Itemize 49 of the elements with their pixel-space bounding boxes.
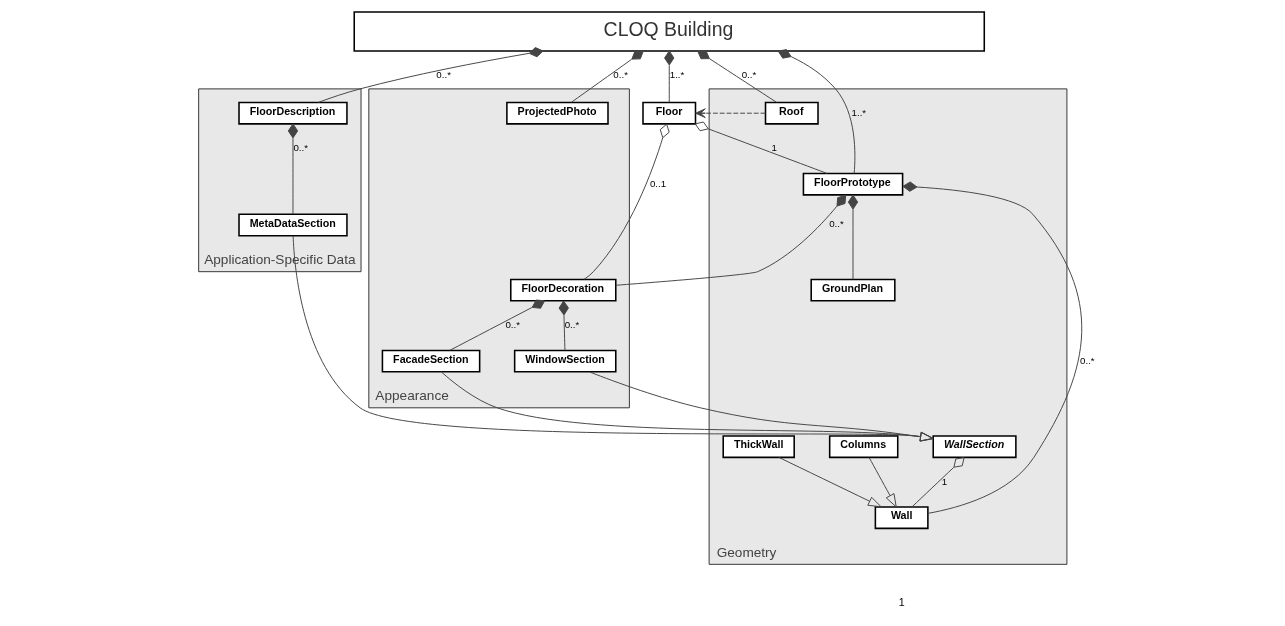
node-box: Wall — [874, 506, 929, 530]
connector — [558, 300, 569, 351]
edge-label: 1..* — [669, 69, 684, 81]
connector — [663, 50, 674, 103]
edge-label: 1 — [771, 142, 777, 154]
node-box: CLOQ Building — [352, 11, 985, 52]
node-box: Columns — [828, 435, 898, 459]
node-box: Floor — [641, 101, 696, 125]
connector — [847, 194, 858, 280]
connector — [696, 50, 777, 103]
node-box: WindowSection — [513, 349, 617, 373]
edge-label: 0..* — [435, 69, 451, 81]
connector — [694, 121, 827, 174]
connector — [614, 194, 846, 286]
edge-label: 1..* — [851, 106, 866, 118]
edge-label: 0..* — [828, 218, 844, 230]
connector — [911, 457, 965, 508]
node-box: MetaDataSection — [237, 213, 348, 237]
arrow — [588, 371, 934, 442]
edge-label: 0..* — [612, 69, 628, 81]
connector — [449, 299, 545, 351]
connector — [287, 123, 298, 215]
node-box: Roof — [764, 101, 819, 125]
arrow — [868, 457, 897, 508]
node-box: FloorDescription — [237, 101, 348, 125]
connector — [777, 49, 855, 174]
arrow — [440, 371, 934, 442]
edge-label: 0..1 — [649, 177, 666, 189]
edge-label: 0..* — [741, 69, 756, 81]
node-box: ThickWall — [721, 435, 795, 459]
node-box: GroundPlan — [809, 278, 896, 302]
arrow — [777, 456, 882, 508]
connector — [582, 123, 670, 280]
node-box: FacadeSection — [381, 349, 480, 373]
connector — [570, 50, 644, 103]
node-box: FloorPrototype — [802, 172, 903, 196]
edge-label: 0..* — [564, 319, 579, 331]
edge-label: 0..* — [292, 142, 308, 154]
label: 1 — [898, 595, 905, 608]
node-box: FloorDecoration — [509, 278, 617, 302]
edge-label: 1 — [941, 475, 947, 487]
connector — [317, 47, 544, 103]
arrow — [694, 108, 766, 119]
connector — [902, 181, 1082, 514]
edge-label: 0..* — [1079, 354, 1095, 366]
arrow — [292, 235, 934, 442]
edge-label: 0..* — [504, 319, 520, 331]
node-box: WallSection — [931, 435, 1017, 459]
node-box: ProjectedPhoto — [505, 101, 609, 125]
